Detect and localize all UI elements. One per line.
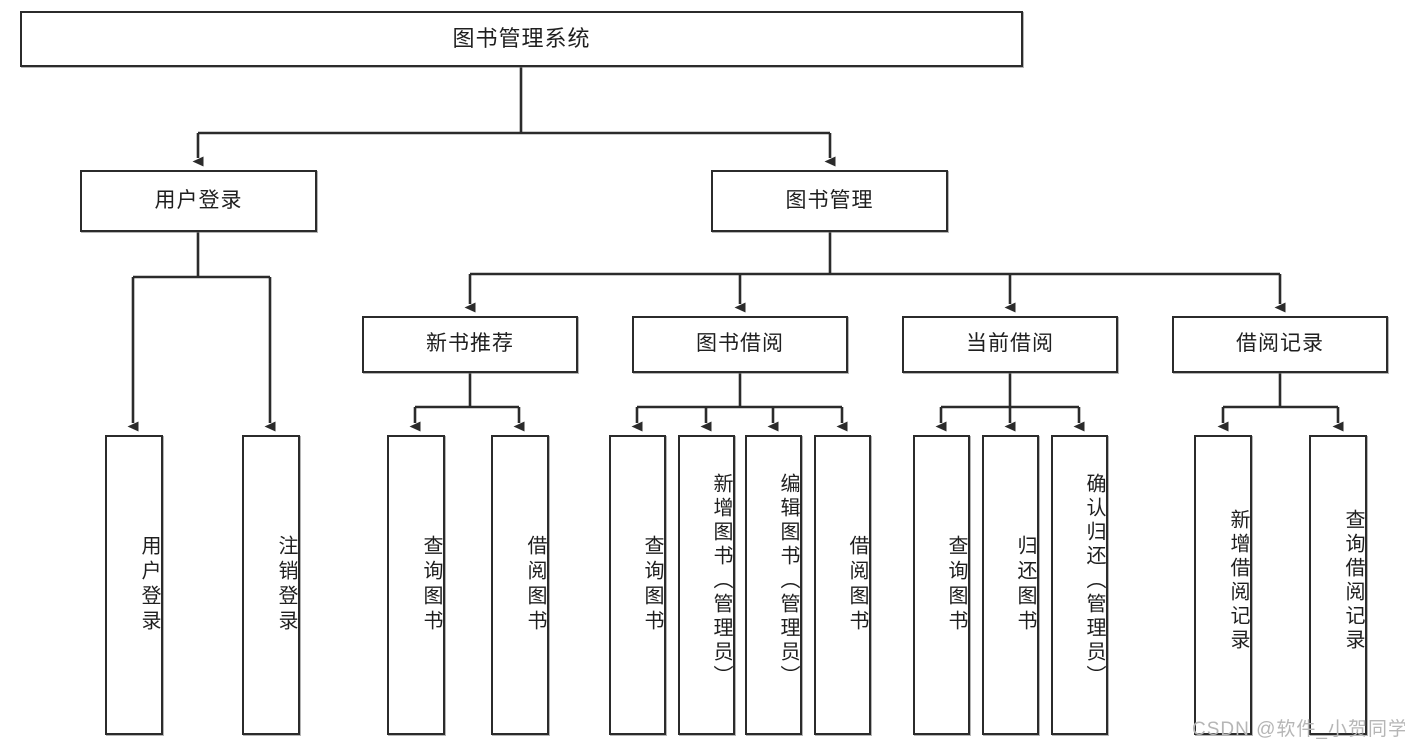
node-current-borrow[interactable]: 当前借阅: [902, 316, 1118, 373]
leaf-query-borrow-record[interactable]: 查询借阅记录: [1309, 435, 1367, 735]
leaf-user-login[interactable]: 用户登录: [105, 435, 163, 735]
leaf-query-book-current[interactable]: 查询图书: [913, 435, 970, 735]
leaf-query-book-recommend[interactable]: 查询图书: [387, 435, 445, 735]
leaf-add-borrow-record[interactable]: 新增借阅记录: [1194, 435, 1252, 735]
leaf-return-book[interactable]: 归还图书: [982, 435, 1039, 735]
node-book-management[interactable]: 图书管理: [711, 170, 948, 232]
leaf-add-book-admin[interactable]: 新增图书（管理员）: [678, 435, 735, 735]
leaf-edit-book-admin[interactable]: 编辑图书（管理员）: [745, 435, 802, 735]
node-borrow-record[interactable]: 借阅记录: [1172, 316, 1388, 373]
leaf-query-book-borrow[interactable]: 查询图书: [609, 435, 666, 735]
leaf-logout-login[interactable]: 注销登录: [242, 435, 300, 735]
leaf-borrow-book[interactable]: 借阅图书: [814, 435, 871, 735]
node-user-login[interactable]: 用户登录: [80, 170, 317, 232]
node-new-book-recommend[interactable]: 新书推荐: [362, 316, 578, 373]
node-root-system[interactable]: 图书管理系统: [20, 11, 1023, 67]
node-book-borrow[interactable]: 图书借阅: [632, 316, 848, 373]
leaf-confirm-return-admin[interactable]: 确认归还（管理员）: [1051, 435, 1108, 735]
leaf-borrow-book-recommend[interactable]: 借阅图书: [491, 435, 549, 735]
csdn-watermark: CSDN @软件_小贺同学: [1192, 719, 1405, 740]
